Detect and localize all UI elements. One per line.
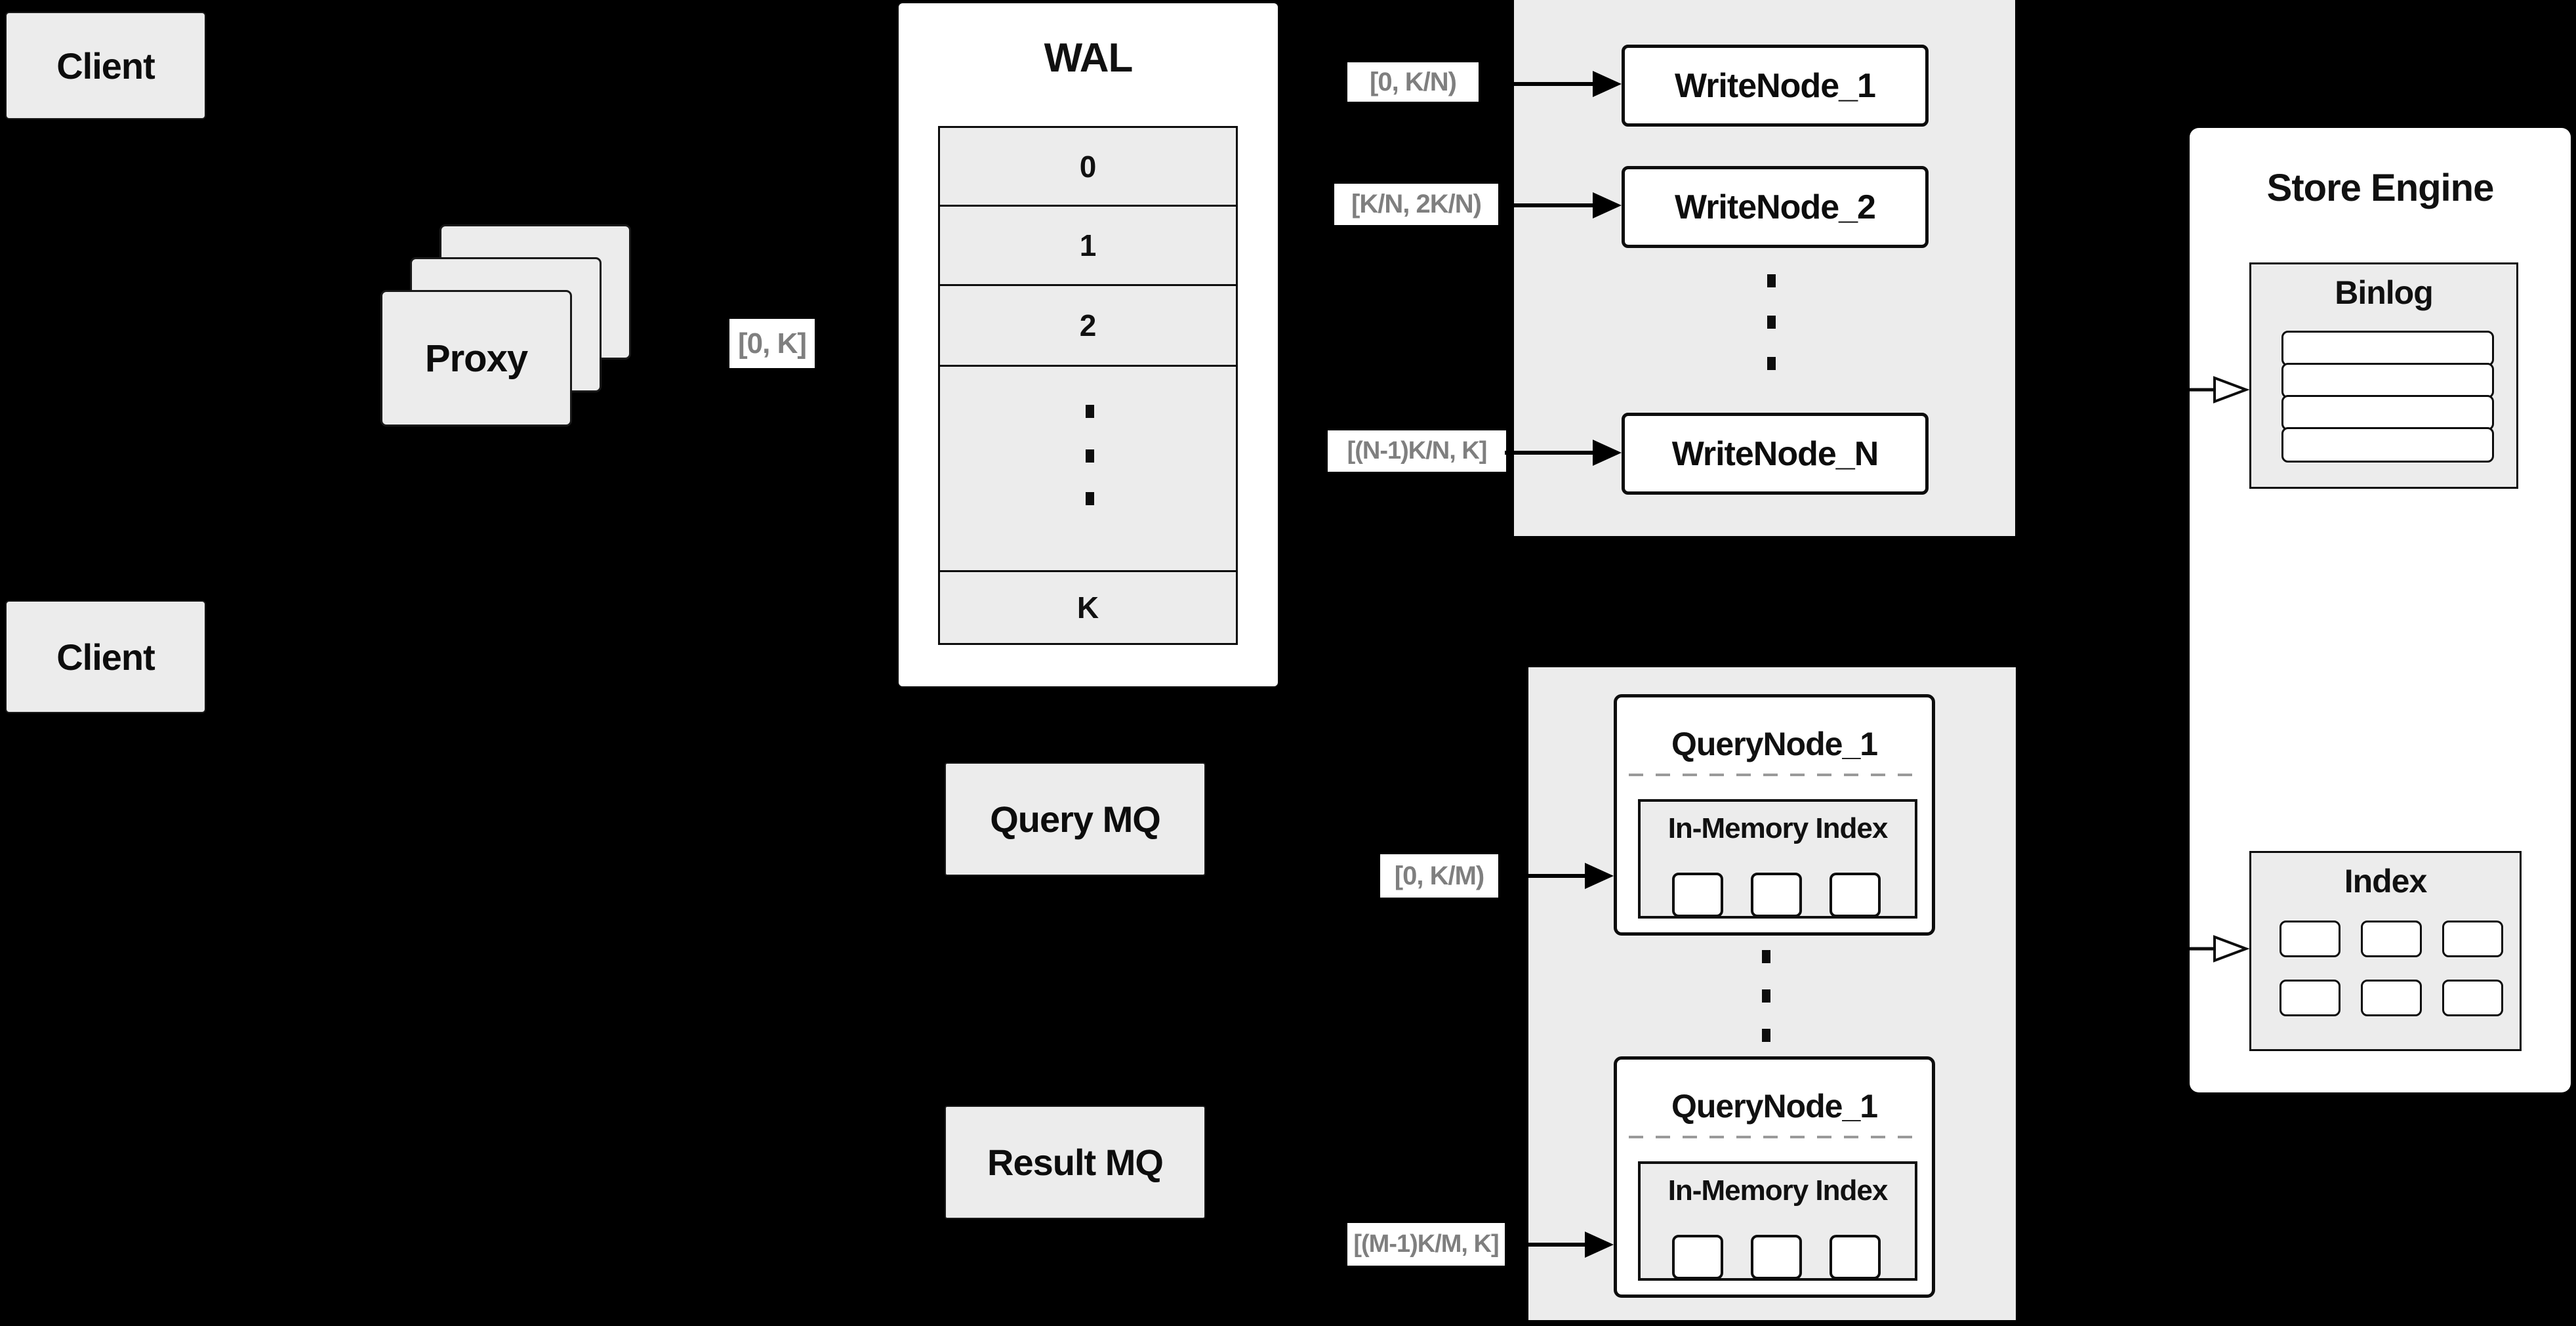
ellipsis-dot xyxy=(1762,1029,1770,1042)
write-node-1-label: WriteNode_1 xyxy=(1675,66,1876,105)
write-node-n-box: WriteNode_N xyxy=(1622,413,1929,495)
index-cell xyxy=(2361,980,2422,1016)
proxy-box-front: Proxy xyxy=(380,290,572,426)
arrow-to-write-node-n xyxy=(1505,440,1622,466)
wal-box: WAL 0 1 2 K xyxy=(897,2,1279,688)
index-cell xyxy=(2442,921,2503,957)
proxy-label: Proxy xyxy=(424,337,528,380)
range-label-write-1: [0, K/N) xyxy=(1347,62,1479,102)
query-node-bottom-title: QueryNode_1 xyxy=(1671,1088,1878,1125)
ellipsis-dot xyxy=(1767,274,1776,287)
binlog-box: Binlog xyxy=(2249,262,2518,489)
arrow-to-write-node-1 xyxy=(1479,71,1622,97)
store-index-title: Index xyxy=(2344,863,2428,900)
ellipsis-dot xyxy=(1762,989,1770,1003)
ellipsis-dot xyxy=(1086,405,1094,418)
segment-cell xyxy=(1830,1235,1881,1279)
store-engine-title: Store Engine xyxy=(2266,167,2495,209)
binlog-row xyxy=(2281,363,2494,398)
index-cell xyxy=(2280,921,2341,957)
query-node-bottom-box: QueryNode_1 In-Memory Index xyxy=(1614,1056,1935,1298)
binlog-title: Binlog xyxy=(2335,274,2434,311)
wal-row-k-label: K xyxy=(1076,590,1099,625)
query-mq-box: Query MQ xyxy=(945,762,1206,876)
in-memory-index-bottom-title: In-Memory Index xyxy=(1667,1174,1889,1207)
segment-cell xyxy=(1751,873,1802,917)
index-cell xyxy=(2442,980,2503,1016)
binlog-row xyxy=(2281,395,2494,430)
wal-segment-table: 0 1 2 K xyxy=(938,126,1238,645)
range-label-write-n-text: [(N-1)K/N, K] xyxy=(1347,437,1488,465)
ellipsis-dot xyxy=(1767,357,1776,370)
query-mq-label: Query MQ xyxy=(990,798,1161,840)
range-label-query-1: [0, K/M) xyxy=(1380,854,1498,898)
wal-row-2-label: 2 xyxy=(1079,308,1097,342)
query-node-top-title: QueryNode_1 xyxy=(1671,726,1878,762)
range-label-query-m-text: [(M-1)K/M, K] xyxy=(1353,1230,1499,1258)
wal-title: WAL xyxy=(1044,35,1134,81)
ellipsis-dot xyxy=(1086,492,1094,505)
dashed-separator xyxy=(1629,774,1920,776)
result-mq-box: Result MQ xyxy=(945,1106,1206,1219)
write-node-1-box: WriteNode_1 xyxy=(1622,45,1929,127)
in-memory-index-bottom: In-Memory Index xyxy=(1638,1161,1917,1281)
in-memory-index-top-title: In-Memory Index xyxy=(1667,812,1889,844)
query-nodes-container: QueryNode_1 In-Memory Index QueryNode_1 … xyxy=(1528,667,2016,1320)
write-node-2-label: WriteNode_2 xyxy=(1675,188,1876,226)
dashed-separator xyxy=(1629,1136,1920,1138)
client-top-label: Client xyxy=(56,45,155,87)
range-label-write-1-text: [0, K/N) xyxy=(1370,67,1457,96)
range-label-proxy-to-wal: [0, K] xyxy=(729,319,815,368)
index-cell xyxy=(2361,921,2422,957)
wal-row-0-label: 0 xyxy=(1079,149,1097,184)
arrow-to-write-node-2 xyxy=(1498,192,1622,218)
range-label-write-n: [(N-1)K/N, K] xyxy=(1328,430,1506,472)
arrow-to-query-node-top xyxy=(1498,863,1614,889)
ellipsis-dot xyxy=(1086,449,1094,463)
store-engine-box: Store Engine Binlog Index xyxy=(2190,128,2571,1092)
index-cell xyxy=(2280,980,2341,1016)
range-label-query-m: [(M-1)K/M, K] xyxy=(1347,1223,1505,1266)
segment-cell xyxy=(1830,873,1881,917)
result-mq-label: Result MQ xyxy=(987,1142,1164,1183)
client-box-bottom: Client xyxy=(5,600,206,713)
wal-row-k: K xyxy=(938,572,1238,645)
client-box-top: Client xyxy=(5,12,206,119)
client-bottom-label: Client xyxy=(56,636,155,678)
in-memory-index-top: In-Memory Index xyxy=(1638,799,1917,919)
wal-row-1: 1 xyxy=(938,207,1238,286)
store-index-box: Index xyxy=(2249,851,2522,1051)
segment-cell xyxy=(1672,873,1723,917)
wal-row-ellipsis xyxy=(938,367,1238,572)
range-label-proxy-to-wal-text: [0, K] xyxy=(738,327,807,360)
wal-row-0: 0 xyxy=(938,126,1238,207)
binlog-row xyxy=(2281,427,2494,463)
arrow-to-query-node-bottom xyxy=(1505,1232,1614,1258)
binlog-row xyxy=(2281,331,2494,366)
hollow-arrow-to-index xyxy=(2190,935,2250,963)
ellipsis-dot xyxy=(1762,950,1770,963)
range-label-query-1-text: [0, K/M) xyxy=(1394,861,1484,890)
ellipsis-dot xyxy=(1767,316,1776,329)
range-label-write-2-text: [K/N, 2K/N) xyxy=(1351,190,1482,218)
proxy-stack: Proxy xyxy=(380,224,631,426)
write-node-2-box: WriteNode_2 xyxy=(1622,166,1929,248)
wal-row-2: 2 xyxy=(938,286,1238,367)
segment-cell xyxy=(1751,1235,1802,1279)
wal-row-1-label: 1 xyxy=(1079,228,1097,262)
hollow-arrow-to-binlog xyxy=(2190,376,2250,404)
segment-cell xyxy=(1672,1235,1723,1279)
query-node-top-box: QueryNode_1 In-Memory Index xyxy=(1614,694,1935,936)
range-label-write-2: [K/N, 2K/N) xyxy=(1334,184,1498,225)
write-node-n-label: WriteNode_N xyxy=(1671,434,1879,473)
